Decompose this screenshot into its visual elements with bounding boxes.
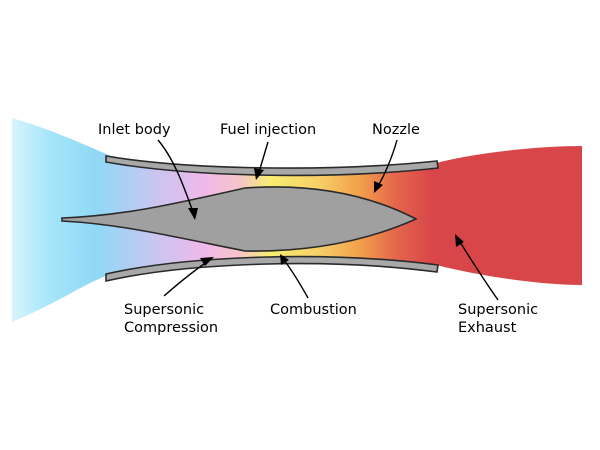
nozzle-arrow	[377, 139, 398, 187]
combustion-arrow	[283, 259, 309, 299]
label-supersonic-exhaust-line2: Exhaust	[458, 320, 517, 336]
label-inlet-body: Inlet body	[98, 122, 171, 138]
upper-cowl-wall	[105, 155, 439, 177]
labels: Inlet body Fuel injection Nozzle Superso…	[98, 122, 538, 336]
label-nozzle: Nozzle	[372, 122, 420, 138]
label-supersonic-exhaust-line1: Supersonic	[458, 302, 538, 318]
inlet-body-arrowhead	[188, 208, 198, 220]
nozzle-arrowhead	[374, 181, 383, 193]
fuel-injection-arrow	[258, 141, 269, 173]
inlet-body-arrow	[157, 139, 194, 213]
combustion-arrowhead	[280, 254, 289, 265]
exhaust-arrow	[459, 241, 499, 301]
lower-cowl-wall	[105, 255, 439, 283]
exhaust-arrowhead	[455, 234, 464, 247]
label-supersonic-compression-line2: Compression	[124, 320, 218, 336]
arrows	[157, 139, 499, 301]
fuel-injection-arrowhead	[254, 168, 264, 180]
compression-arrowhead	[200, 257, 214, 266]
label-supersonic-compression-line1: Supersonic	[124, 302, 204, 318]
inlet-body	[61, 186, 418, 252]
label-combustion: Combustion	[270, 302, 357, 318]
label-fuel-injection: Fuel injection	[220, 122, 316, 138]
